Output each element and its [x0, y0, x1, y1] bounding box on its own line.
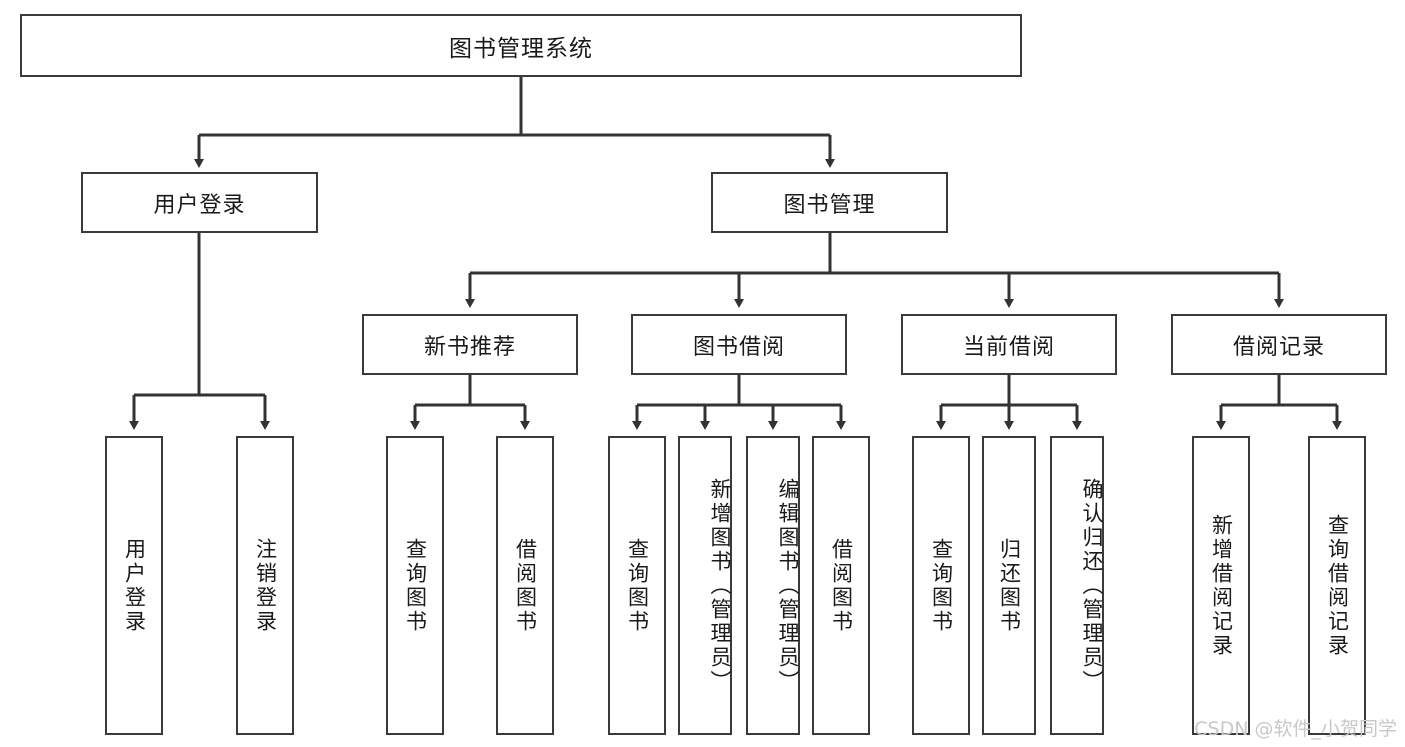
- leaf-borrow-book-2[interactable]: 借阅图书: [812, 436, 870, 735]
- node-label: 图书管理系统: [449, 35, 593, 62]
- node-label: 当前借阅: [962, 334, 1055, 360]
- leaf-confirm-return[interactable]: 确认归还（管理员）: [1050, 436, 1104, 735]
- node-user-login[interactable]: 用户登录: [81, 172, 318, 233]
- node-label: 查询图书: [929, 537, 954, 634]
- node-label: 借阅图书: [829, 537, 854, 634]
- node-label: 图书借阅: [692, 334, 785, 360]
- node-root-system[interactable]: 图书管理系统: [20, 14, 1022, 77]
- node-label: 新增借阅记录: [1209, 513, 1234, 658]
- node-label: 注销登录: [253, 537, 278, 634]
- leaf-add-book[interactable]: 新增图书（管理员）: [678, 436, 732, 735]
- node-label: 归还图书: [997, 537, 1022, 634]
- leaf-return-book[interactable]: 归还图书: [982, 436, 1036, 735]
- leaf-logout[interactable]: 注销登录: [236, 436, 294, 735]
- node-label: 新增图书（管理员）: [708, 477, 732, 694]
- node-label: 用户登录: [122, 537, 147, 634]
- node-label: 新书推荐: [423, 334, 516, 360]
- node-new-book-recommend[interactable]: 新书推荐: [362, 314, 578, 375]
- leaf-add-record[interactable]: 新增借阅记录: [1192, 436, 1250, 735]
- node-label: 查询借阅记录: [1325, 513, 1350, 658]
- node-label: 编辑图书（管理员）: [776, 477, 800, 694]
- node-book-borrow[interactable]: 图书借阅: [631, 314, 847, 375]
- node-current-borrow[interactable]: 当前借阅: [901, 314, 1117, 375]
- node-label: 查询图书: [625, 537, 650, 634]
- node-label: 确认归还（管理员）: [1080, 477, 1104, 694]
- leaf-edit-book[interactable]: 编辑图书（管理员）: [746, 436, 800, 735]
- leaf-query-record[interactable]: 查询借阅记录: [1308, 436, 1366, 735]
- node-label: 图书管理: [783, 192, 876, 218]
- leaf-query-book-1[interactable]: 查询图书: [386, 436, 444, 735]
- watermark-text: CSDN @软件_小贺同学: [1194, 718, 1397, 740]
- node-label: 用户登录: [153, 192, 246, 218]
- leaf-query-book-2[interactable]: 查询图书: [608, 436, 666, 735]
- node-label: 借阅图书: [513, 537, 538, 634]
- leaf-query-book-3[interactable]: 查询图书: [912, 436, 970, 735]
- leaf-user-login[interactable]: 用户登录: [105, 436, 163, 735]
- node-label: 查询图书: [403, 537, 428, 634]
- node-borrow-record[interactable]: 借阅记录: [1171, 314, 1387, 375]
- node-book-manage[interactable]: 图书管理: [711, 172, 948, 233]
- node-label: 借阅记录: [1232, 334, 1325, 360]
- leaf-borrow-book-1[interactable]: 借阅图书: [496, 436, 554, 735]
